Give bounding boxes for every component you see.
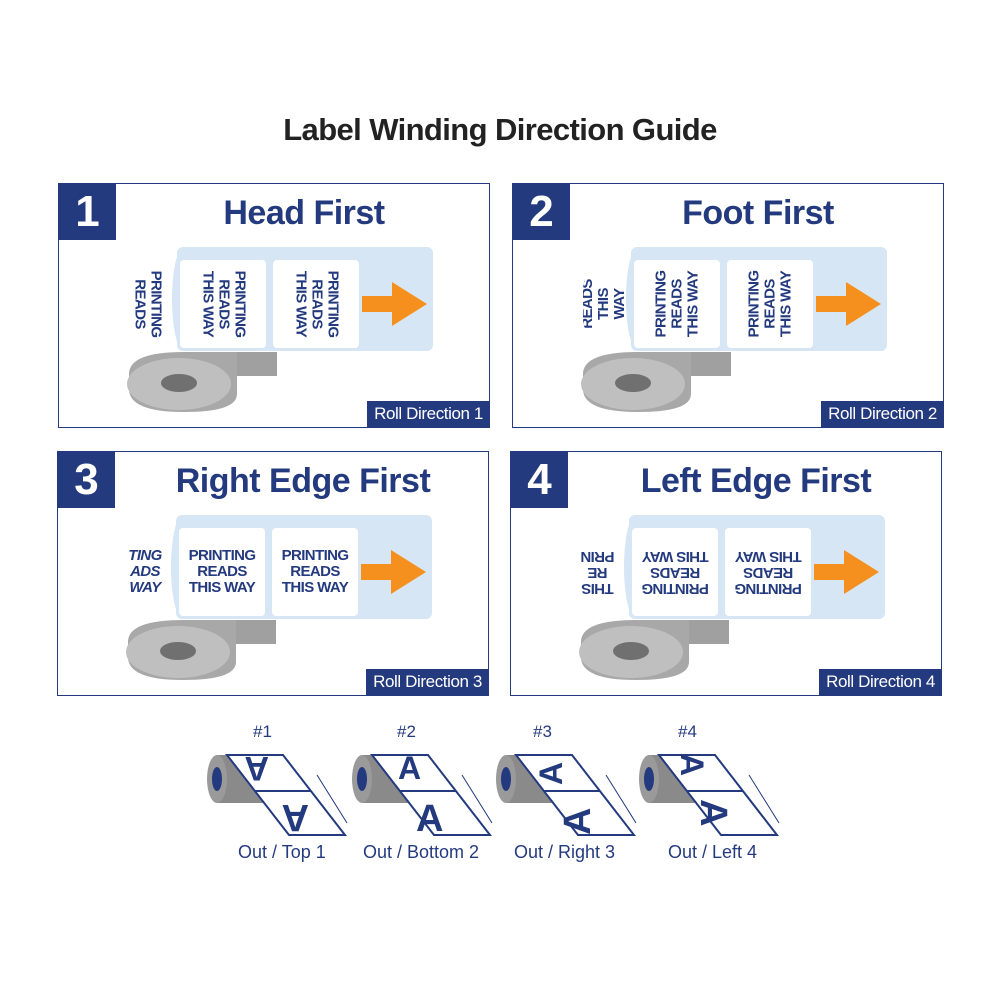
label-card: PRINTING READS THIS WAY	[725, 528, 811, 616]
right-arrow-icon	[814, 550, 879, 594]
panel-title: Left Edge First	[640, 462, 872, 500]
panel-title: Head First	[223, 194, 385, 232]
mini-roll-caption: Out / Right 3	[514, 842, 616, 862]
svg-text:A: A	[692, 799, 734, 826]
label-text: PRINTING READS THIS WAY	[188, 547, 256, 596]
label-card: PRINTING READS THIS WAY	[273, 260, 359, 348]
right-arrow-icon	[816, 282, 881, 326]
svg-text:A: A	[674, 753, 710, 776]
panel-title: Foot First	[682, 194, 834, 232]
roll-direction-badge: Roll Direction 1	[367, 401, 489, 427]
panel-foot-first: 2 Foot First READS THIS WAY PRINTING REA…	[512, 183, 944, 428]
roll-direction-badge: Roll Direction 3	[366, 669, 488, 695]
mini-roll-out-right: A A	[496, 754, 637, 836]
partial-label: THIS RE PRIN	[577, 528, 619, 616]
mini-roll-caption: Out / Bottom 2	[363, 842, 480, 862]
roll-direction-badge: Roll Direction 2	[821, 401, 943, 427]
svg-text:A: A	[533, 762, 569, 785]
right-arrow-icon	[362, 282, 427, 326]
panel-head-first: 1 Head First PRINTING READS PRINTING REA…	[58, 183, 490, 428]
partial-label-text: TING ADS WAY	[128, 547, 162, 596]
partial-label: PRINTING READS	[129, 260, 165, 348]
mini-roll-number: #1	[253, 722, 272, 741]
panel-number: 4	[511, 452, 568, 508]
svg-text:A: A	[398, 750, 421, 786]
panel-title: Right Edge First	[175, 462, 431, 500]
mini-roll-caption: Out / Top 1	[238, 842, 326, 862]
label-text: PRINTING READS THIS WAY	[281, 547, 349, 596]
label-card: PRINTING READS THIS WAY	[634, 260, 720, 348]
panel-number: 3	[58, 452, 115, 508]
svg-text:A: A	[244, 749, 269, 787]
mini-roll-out-left: A A	[639, 753, 780, 836]
label-card: PRINTING READS THIS WAY	[180, 260, 266, 348]
partial-label: READS THIS WAY	[583, 260, 625, 348]
mini-roll-number: #2	[397, 722, 416, 741]
roll-direction-badge: Roll Direction 4	[819, 669, 941, 695]
svg-text:A: A	[416, 798, 443, 840]
partial-label: TING ADS WAY	[124, 528, 166, 616]
label-card: PRINTING READS THIS WAY	[727, 260, 813, 348]
panel-number: 2	[513, 184, 570, 240]
mini-roll-out-bottom: A A	[352, 750, 493, 840]
mini-roll-number: #3	[533, 722, 552, 741]
label-card: PRINTING READS THIS WAY	[179, 528, 265, 616]
mini-roll-number: #4	[678, 722, 697, 741]
svg-text:A: A	[282, 796, 309, 838]
panel-left-edge-first: 4 Left Edge First THIS RE PRIN PRINTING …	[510, 451, 942, 696]
mini-roll-out-top: A A	[207, 749, 348, 838]
panel-right-edge-first: 3 Right Edge First TING ADS WAY PRINTING…	[57, 451, 489, 696]
label-card: PRINTING READS THIS WAY	[632, 528, 718, 616]
svg-text:A: A	[557, 808, 599, 835]
right-arrow-icon	[361, 550, 426, 594]
panel-number: 1	[59, 184, 116, 240]
page-title: Label Winding Direction Guide	[283, 112, 717, 147]
label-card: PRINTING READS THIS WAY	[272, 528, 358, 616]
mini-roll-caption: Out / Left 4	[668, 842, 758, 862]
